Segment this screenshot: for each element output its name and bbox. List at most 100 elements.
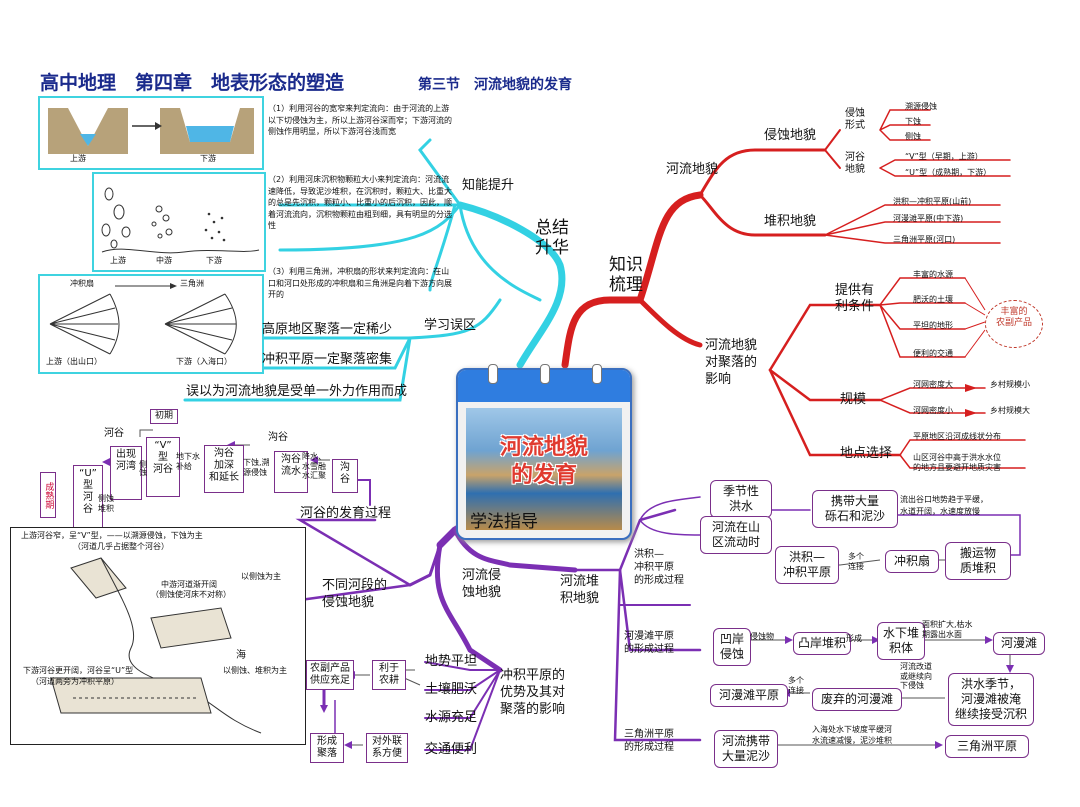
leaf-u-type: “U”型（成熟期，下游）	[905, 168, 991, 178]
label-gaidao: 河流改道 或继续向 下侵蚀	[900, 662, 932, 691]
text-tip-1: （1）利用河谷的宽窄来判定流向：由于河流的上游以下切侵蚀为主，所以上游河谷深而窄…	[268, 103, 454, 138]
node-hl-dimao: 河流地貌	[666, 162, 718, 178]
leaf-turang: 肥沃的土壤	[913, 295, 953, 305]
node-butong: 不同河段的 侵蚀地貌	[322, 578, 387, 612]
box-gougu: 沟谷	[332, 459, 358, 493]
center-title: 河流地貌 的发育	[458, 434, 630, 489]
pic3-fan: 冲积扇	[70, 279, 94, 289]
pic-valley-widths: 上游 下游	[38, 96, 264, 170]
calendar-ring-icon	[540, 364, 550, 384]
node-didian: 地点选择	[840, 446, 892, 462]
box-hongji: 洪积— 冲积平原	[775, 546, 839, 584]
label-duoge2: 多个 连接	[788, 676, 804, 695]
pic3-up: 上游（出山口）	[46, 357, 102, 367]
label-xingcheng: 形成	[846, 634, 862, 644]
box-chengshu: 成熟期	[40, 472, 56, 518]
node-hongji-process: 洪积— 冲积平原 的形成过程	[634, 548, 684, 587]
label-jiangshui: 降水、 水雪融 水汇聚	[302, 452, 326, 481]
note-xiedai: 流出谷口地势趋于平缓， 水道开阔，水速度放慢	[900, 494, 988, 518]
leaf-suyuan: 溯源侵蚀	[905, 102, 937, 112]
node-fayu: 河谷的发育过程	[300, 506, 391, 522]
river-profile-icon	[11, 528, 305, 744]
node-guimo: 规模	[840, 392, 866, 408]
leaf-shanqu: 山区河谷中高于洪水水位 的地方且要避开地质灾害	[913, 453, 1001, 472]
box-v-valley: “V” 型 河谷	[146, 437, 180, 497]
page-title: 高中地理 第四章 地表形态的塑造	[40, 72, 344, 95]
box-hongshui: 洪水季节， 河漫滩被淹 继续接受沉积	[948, 673, 1034, 726]
pic3-down: 下游（入海口）	[176, 357, 232, 367]
box-xingcheng-juluo: 形成 聚落	[310, 733, 344, 763]
box-hemantan: 河漫滩	[993, 632, 1045, 655]
label-qinshiwu: 侵蚀物	[750, 632, 774, 642]
profile-sea: 海	[236, 650, 246, 662]
box-xiedai2: 河流携带 大量泥沙	[714, 730, 778, 768]
box-shanqu: 河流在山 区流动时	[700, 516, 772, 554]
label-xiashi: 下蚀,溯 源侵蚀	[243, 458, 270, 477]
box-nongfu: 农副产品 供应充足	[306, 660, 354, 690]
node-hegu-dimao: 河谷 地貌	[845, 152, 865, 176]
label-rhai: 入海处水下坡度平缓河 水流速减慢，泥沙堆积	[812, 724, 892, 746]
box-shuixia: 水下堆 积体	[877, 622, 925, 660]
pic1-downstream: 下游	[200, 154, 216, 164]
section-title: 第三节 河流地貌的发育	[418, 77, 572, 94]
label-gougu-top: 沟谷	[268, 432, 288, 444]
pic-sediment-sorting: 上游 中游 下游	[92, 172, 266, 272]
node-qinshi-dm: 河流侵 蚀地貌	[462, 568, 501, 602]
box-sjz: 三角洲平原	[945, 735, 1029, 758]
node-duiji-dimao: 堆积地貌	[764, 214, 816, 230]
box-hemanpy: 河漫滩平原	[710, 684, 788, 707]
leaf-wuqu-3: 误以为河流地貌是受单一外力作用而成	[186, 384, 407, 400]
branch-zhishi-shuli: 知识 梳理	[606, 255, 646, 296]
label-cishi: 侧蚀	[138, 460, 148, 476]
calendar-ring-icon	[488, 364, 498, 384]
leaf-mi-xiao: 河网密度小	[913, 406, 953, 416]
branch-xuefa-zhidao: 学法指导	[470, 512, 538, 532]
profile-top: 上游河谷窄，呈“V”型，——以溯源侵蚀，下蚀为主	[21, 531, 203, 541]
leaf-da: 乡村规模大	[990, 406, 1030, 416]
box-aoan: 凹岸 侵蚀	[713, 628, 751, 666]
pic-fan-delta: 冲积扇 三角洲 上游（出山口） 下游（入海口）	[38, 274, 264, 374]
text-tip-2: （2）利用河床沉积物颗粒大小来判定流向：河流流速降低，导致泥沙堆积，在沉积时，颗…	[268, 174, 454, 232]
leaf-ceshi: 侧蚀	[905, 132, 921, 142]
pic3-delta: 三角洲	[180, 279, 204, 289]
node-duiji-dm: 河流堆 积地貌	[560, 574, 599, 608]
profile-low3: 以侧蚀、堆积为主	[223, 666, 287, 676]
label-mianji: 面积扩大,枯水 期露出水面	[922, 620, 973, 639]
leaf-v-type: “V”型（早期，上游）	[905, 152, 983, 162]
label-hegu: 河谷	[104, 428, 124, 440]
pic2-upstream: 上游	[110, 256, 126, 266]
branch-zongjie-shenghua: 总结 升华	[532, 218, 572, 259]
profile-mid: 中游河道渐开阔	[161, 580, 217, 590]
node-zhineng: 知能提升	[462, 178, 514, 194]
box-chuqi: 初期	[150, 409, 178, 424]
leaf-sanjiaozhou: 三角洲平原(河口)	[893, 235, 955, 245]
leaf-wuqu-2: 冲积平原一定聚落密集	[262, 352, 392, 368]
profile-top2: （河道几乎占据整个河谷）	[73, 542, 169, 552]
leaf-jiaotong: 便利的交通	[913, 349, 953, 359]
leaf-hongji: 洪积—冲积平原(山前)	[893, 197, 971, 207]
box-duiwai: 对外联 系方便	[366, 733, 408, 763]
node-qinshi-xingshi: 侵蚀 形式	[845, 108, 865, 132]
box-tuan: 凸岸堆积	[793, 632, 851, 655]
node-qinshi-dimao: 侵蚀地貌	[764, 128, 816, 144]
leaf-dishi: 地势平坦	[425, 654, 477, 670]
box-xiedai: 携带大量 砾石和泥沙	[812, 490, 898, 528]
node-chongji-you: 冲积平原的 优势及其对 聚落的影响	[500, 668, 565, 719]
leaf-shuiyuan: 丰富的水源	[913, 270, 953, 280]
leaf-shuiyuan: 水源充足	[425, 710, 477, 726]
box-chongjishan: 冲积扇	[885, 550, 939, 573]
leaf-xiao: 乡村规模小	[990, 380, 1030, 390]
pic1-upstream: 上游	[70, 154, 86, 164]
box-goujia: 沟谷 加深 和延长	[204, 445, 244, 493]
leaf-pingyuan: 平原地区沿河成线状分布	[913, 432, 1001, 442]
leaf-hemantan: 河漫滩平原(中下游)	[893, 214, 963, 224]
leaf-xiashi: 下蚀	[905, 117, 921, 127]
profile-mid3: 以侧蚀为主	[241, 572, 281, 582]
leaf-dixing: 平坦的地形	[913, 321, 953, 331]
node-wuqu: 学习误区	[424, 318, 476, 334]
node-heman-process: 河漫滩平原 的形成过程	[624, 630, 674, 656]
label-duoge: 多个 连接	[848, 552, 864, 571]
pic2-downstream: 下游	[206, 256, 222, 266]
pic2-midstream: 中游	[156, 256, 172, 266]
label-cejiao: 侧蚀 堆积	[98, 494, 114, 513]
